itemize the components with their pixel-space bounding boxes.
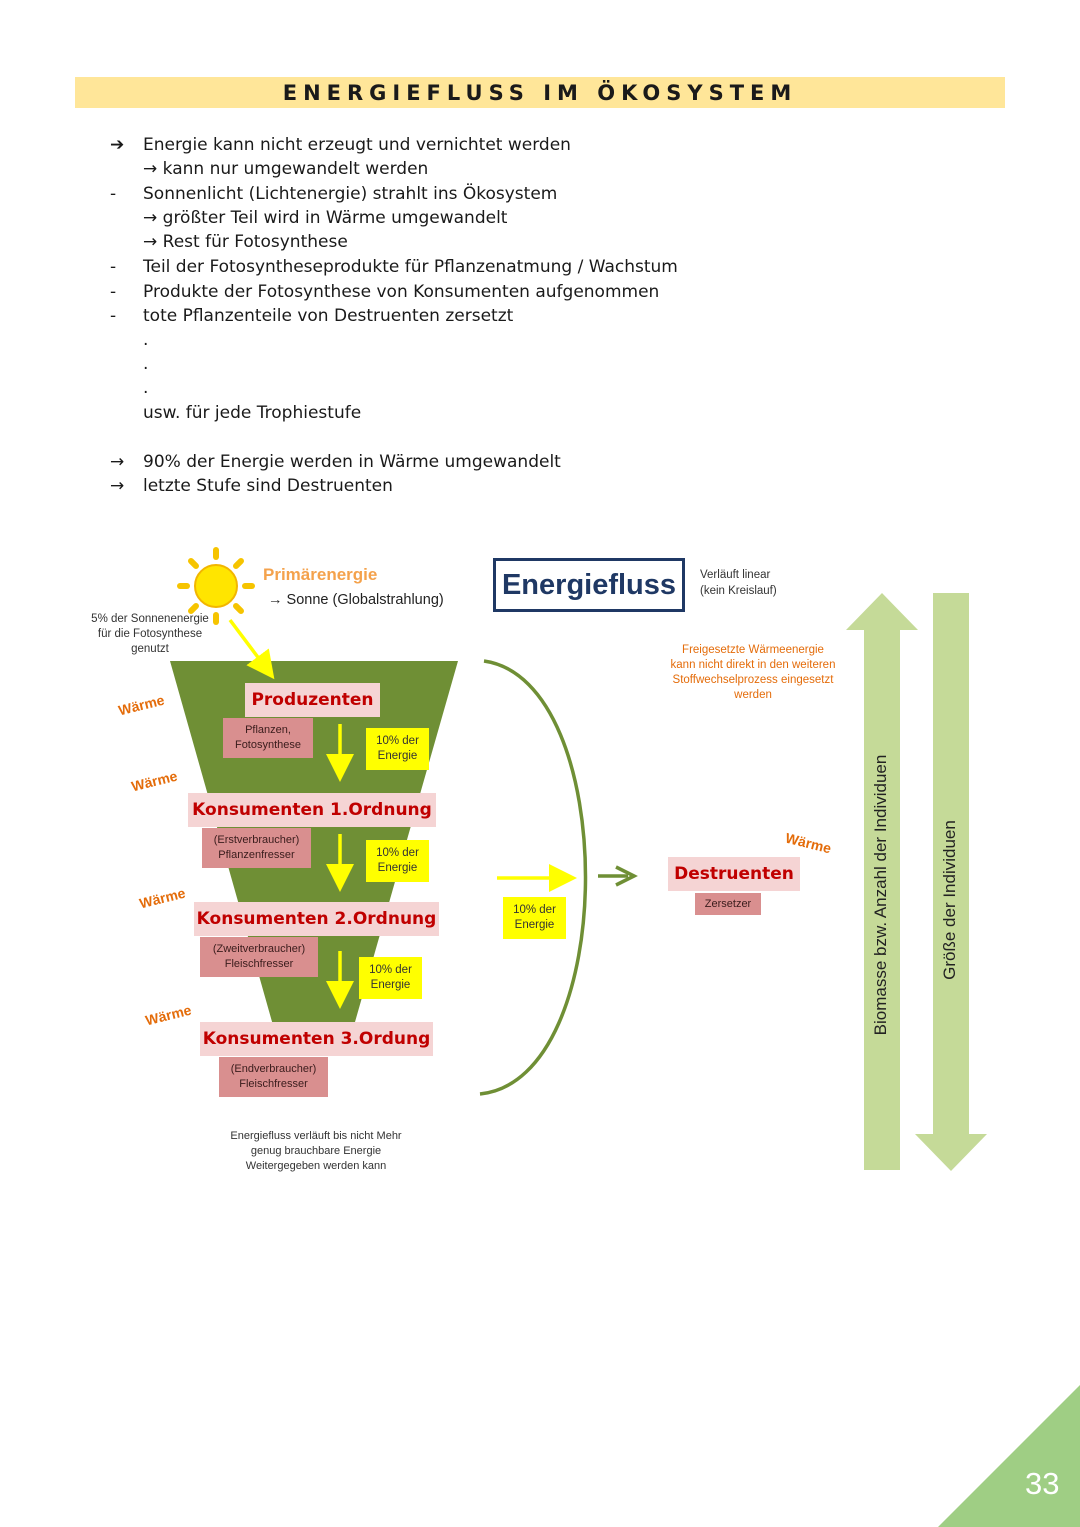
note-line: letzte Stufe sind Destruenten — [143, 476, 393, 496]
page-title: ENERGIEFLUSS IM ÖKOSYSTEM — [75, 77, 1005, 108]
sun-arrow — [228, 618, 275, 680]
corner-triangle — [938, 1385, 1080, 1527]
note-line: Produkte der Fotosynthese von Konsumente… — [143, 282, 660, 302]
energy-percent-box: 10% der Energie — [366, 840, 429, 882]
note-line: usw. für jede Trophiestufe — [143, 403, 362, 423]
consumers-1-box: Konsumenten 1.Ordnung — [188, 793, 436, 827]
biomass-arrow — [846, 593, 918, 1170]
flow-arrow-head — [615, 865, 638, 887]
sun-icon — [177, 547, 255, 625]
linear-note-1: Verläuft linear — [700, 569, 771, 581]
energy-percent-box: 10% der Energie — [359, 957, 422, 999]
dash-marker: - — [110, 184, 117, 204]
bold-arrow-icon: ➔ — [110, 135, 125, 155]
consumers-3-box: Konsumenten 3.Ordung — [200, 1022, 433, 1056]
dot-line: . — [143, 330, 149, 350]
dash-marker: - — [110, 257, 117, 277]
producers-box: Produzenten — [245, 683, 380, 717]
energy-percent-box: 10% der Energie — [366, 728, 429, 770]
bottom-note: Energiefluss verläuft bis nicht Mehr gen… — [230, 1130, 402, 1172]
consumers-3-sub: (Endverbraucher) Fleischfresser — [219, 1057, 328, 1097]
note-line: Energie kann nicht erzeugt und vernichte… — [143, 135, 571, 155]
dot-line: . — [143, 354, 149, 374]
consumers-1-sub: (Erstverbraucher) Pflanzenfresser — [202, 828, 311, 868]
arrow-icon: → — [110, 476, 125, 496]
arrow-icon: → — [110, 452, 125, 472]
destruents-sub: Zersetzer — [695, 893, 761, 915]
consumers-2-sub: (Zweitverbraucher) Fleischfresser — [200, 937, 318, 977]
destruents-box: Destruenten — [668, 857, 800, 891]
sun-energy-note: 5% der Sonnenenergie für die Fotosynthes… — [91, 613, 209, 655]
primary-energy-label: Primärenergie — [263, 565, 378, 584]
dash-marker: - — [110, 306, 117, 326]
biomass-label: Biomasse bzw. Anzahl der Individuen — [871, 754, 890, 1036]
note-line: tote Pflanzenteile von Destruenten zerse… — [143, 306, 514, 326]
note-line: → kann nur umgewandelt werden — [143, 159, 429, 179]
note-line: Sonnenlicht (Lichtenergie) strahlt ins Ö… — [143, 184, 558, 204]
page-number: 33 — [1025, 1466, 1060, 1501]
note-line: 90% der Energie werden in Wärme umgewand… — [143, 452, 561, 472]
size-label: Größe der Individuen — [940, 820, 959, 980]
sun-label: → Sonne (Globalstrahlung) — [268, 592, 444, 608]
producers-sub: Pflanzen, Fotosynthese — [223, 718, 313, 758]
note-line: → größter Teil wird in Wärme umgewandelt — [143, 208, 508, 228]
energy-percent-box: 10% der Energie — [503, 897, 566, 939]
consumers-2-box: Konsumenten 2.Ordnung — [194, 902, 439, 936]
heat-note: Freigesetzte Wärmeenergie kann nicht dir… — [670, 644, 836, 701]
note-line: → Rest für Fotosynthese — [143, 232, 348, 252]
size-arrow — [915, 593, 987, 1171]
energiefluss-title: Energiefluss — [493, 558, 685, 612]
flow-bracket — [479, 659, 588, 1096]
dash-marker: - — [110, 282, 117, 302]
dot-line: . — [143, 378, 149, 398]
note-line: Teil der Fotosyntheseprodukte für Pflanz… — [143, 257, 678, 277]
linear-note-2: (kein Kreislauf) — [700, 585, 777, 597]
